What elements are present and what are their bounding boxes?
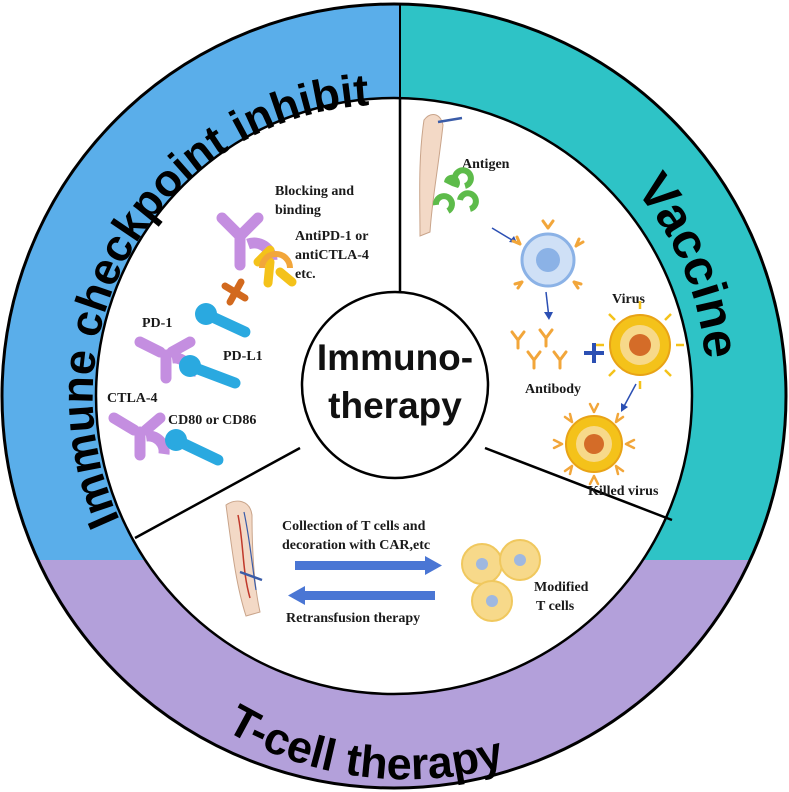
blocking-label-line2: binding <box>275 203 321 218</box>
pd1-label: PD-1 <box>142 316 172 331</box>
center-circle <box>300 290 490 480</box>
retransfusion-label: Retransfusion therapy <box>286 611 420 626</box>
blocking-label-line1: Blocking and <box>275 184 354 199</box>
center-title-line1: Immuno- <box>317 337 473 378</box>
arrow-head-killed <box>621 403 628 412</box>
arrow-head-antibody <box>544 312 553 320</box>
center-title-line2: therapy <box>328 385 462 426</box>
modified-label-line1: Modified <box>534 580 589 595</box>
ctla4-receptor-icon <box>108 412 170 461</box>
modified-tcells-icon <box>461 539 541 622</box>
divider-right <box>484 446 673 522</box>
collection-label-line1: Collection of T cells and <box>282 519 426 534</box>
pdl1-label: PD-L1 <box>223 349 263 364</box>
antigen-label: Antigen <box>462 157 510 172</box>
modified-label-line2: T cells <box>536 599 575 614</box>
vaccine-panel: Antigen Virus <box>419 114 684 499</box>
arm-injection-icon <box>419 114 463 237</box>
antibody-icon <box>253 245 297 288</box>
virus-icon <box>596 301 684 389</box>
anti-label-line1: AntiPD-1 or <box>295 229 369 244</box>
cd80-ligand-icon <box>165 429 224 466</box>
anti-label-line2: antiCTLA-4 <box>295 248 369 263</box>
tcell-panel: Collection of T cells and decoration wit… <box>225 500 589 626</box>
antibody-label: Antibody <box>525 382 581 397</box>
collection-label-line2: decoration with CAR,etc <box>282 538 430 553</box>
cd80-label: CD80 or CD86 <box>168 413 256 428</box>
antigen-presenting-cell-icon <box>511 219 585 290</box>
pdl1-ligand-icon <box>179 355 241 389</box>
divider-left <box>134 446 301 540</box>
arm-vein-icon <box>225 500 263 617</box>
plus-icon <box>221 278 249 306</box>
killed-virus-icon <box>552 402 636 486</box>
antigen-icon <box>432 167 479 214</box>
plus-blue-icon <box>584 343 604 363</box>
killed-virus-label: Killed virus <box>588 484 659 499</box>
arrow-right-icon <box>295 556 442 575</box>
pd1-ligand-icon <box>195 303 251 338</box>
checkpoint-panel: Blocking and binding AntiPD-1 or antiCTL… <box>107 184 369 466</box>
antibody-cluster-icon <box>510 328 568 370</box>
arrow-left-icon <box>288 586 435 605</box>
virus-label: Virus <box>612 292 645 307</box>
ctla4-label: CTLA-4 <box>107 391 158 406</box>
anti-label-line3: etc. <box>295 267 316 282</box>
